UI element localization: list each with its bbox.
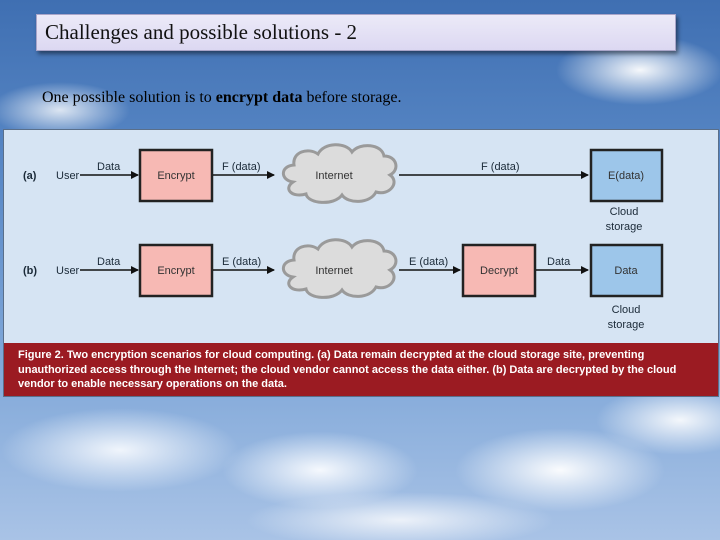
row-a-internet-label: Internet [315, 170, 352, 182]
row-a-label: (a) [23, 170, 37, 182]
encryption-diagram: (a) User Data Encrypt F (data) Internet … [23, 143, 664, 331]
slide-title: Challenges and possible solutions - 2 [45, 20, 358, 44]
row-a-data-label: Data [97, 161, 121, 173]
row-b-internet-cloud-icon [281, 238, 398, 299]
row-a-encrypt-label: Encrypt [157, 170, 194, 182]
row-b-storage-caption-1: Cloud [612, 304, 641, 316]
row-a-storage-label: E(data) [608, 170, 644, 182]
row-b-user: User [56, 265, 80, 277]
row-b-decrypt-box [461, 243, 537, 298]
figure-caption: Figure 2. Two encryption scenarios for c… [4, 343, 718, 396]
subtitle-prefix: One possible solution is to [42, 89, 216, 106]
slide-subtitle: One possible solution is to encrypt data… [42, 89, 402, 107]
subtitle-suffix: before storage. [302, 89, 402, 106]
row-b-storage-label: Data [614, 265, 638, 277]
row-a-user: User [56, 170, 80, 182]
row-b-label: (b) [23, 265, 37, 277]
row-b-storage-box [589, 243, 664, 298]
row-b-decrypt-label: Decrypt [480, 265, 518, 277]
row-a-storage-box [589, 148, 664, 203]
row-a-encrypt-box [138, 148, 214, 203]
encryption-figure: (a) User Data Encrypt F (data) Internet … [3, 129, 719, 397]
row-b-dec-output: Data [547, 256, 571, 268]
row-a-storage-caption-2: storage [606, 221, 643, 233]
row-a-after-internet: F (data) [481, 161, 520, 173]
row-a-internet-cloud-icon [281, 143, 398, 204]
row-a-enc-output: F (data) [222, 161, 261, 173]
slide-title-box: Challenges and possible solutions - 2 [36, 14, 676, 51]
subtitle-emphasis: encrypt data [215, 89, 303, 106]
row-b-internet-label: Internet [315, 265, 352, 277]
row-b-after-internet: E (data) [409, 256, 448, 268]
row-b-enc-output: E (data) [222, 256, 261, 268]
row-a-storage-caption-1: Cloud [610, 206, 639, 218]
row-b-storage-caption-2: storage [608, 319, 645, 331]
row-b-encrypt-box [138, 243, 214, 298]
row-b-encrypt-label: Encrypt [157, 265, 194, 277]
row-b-data-label: Data [97, 256, 121, 268]
